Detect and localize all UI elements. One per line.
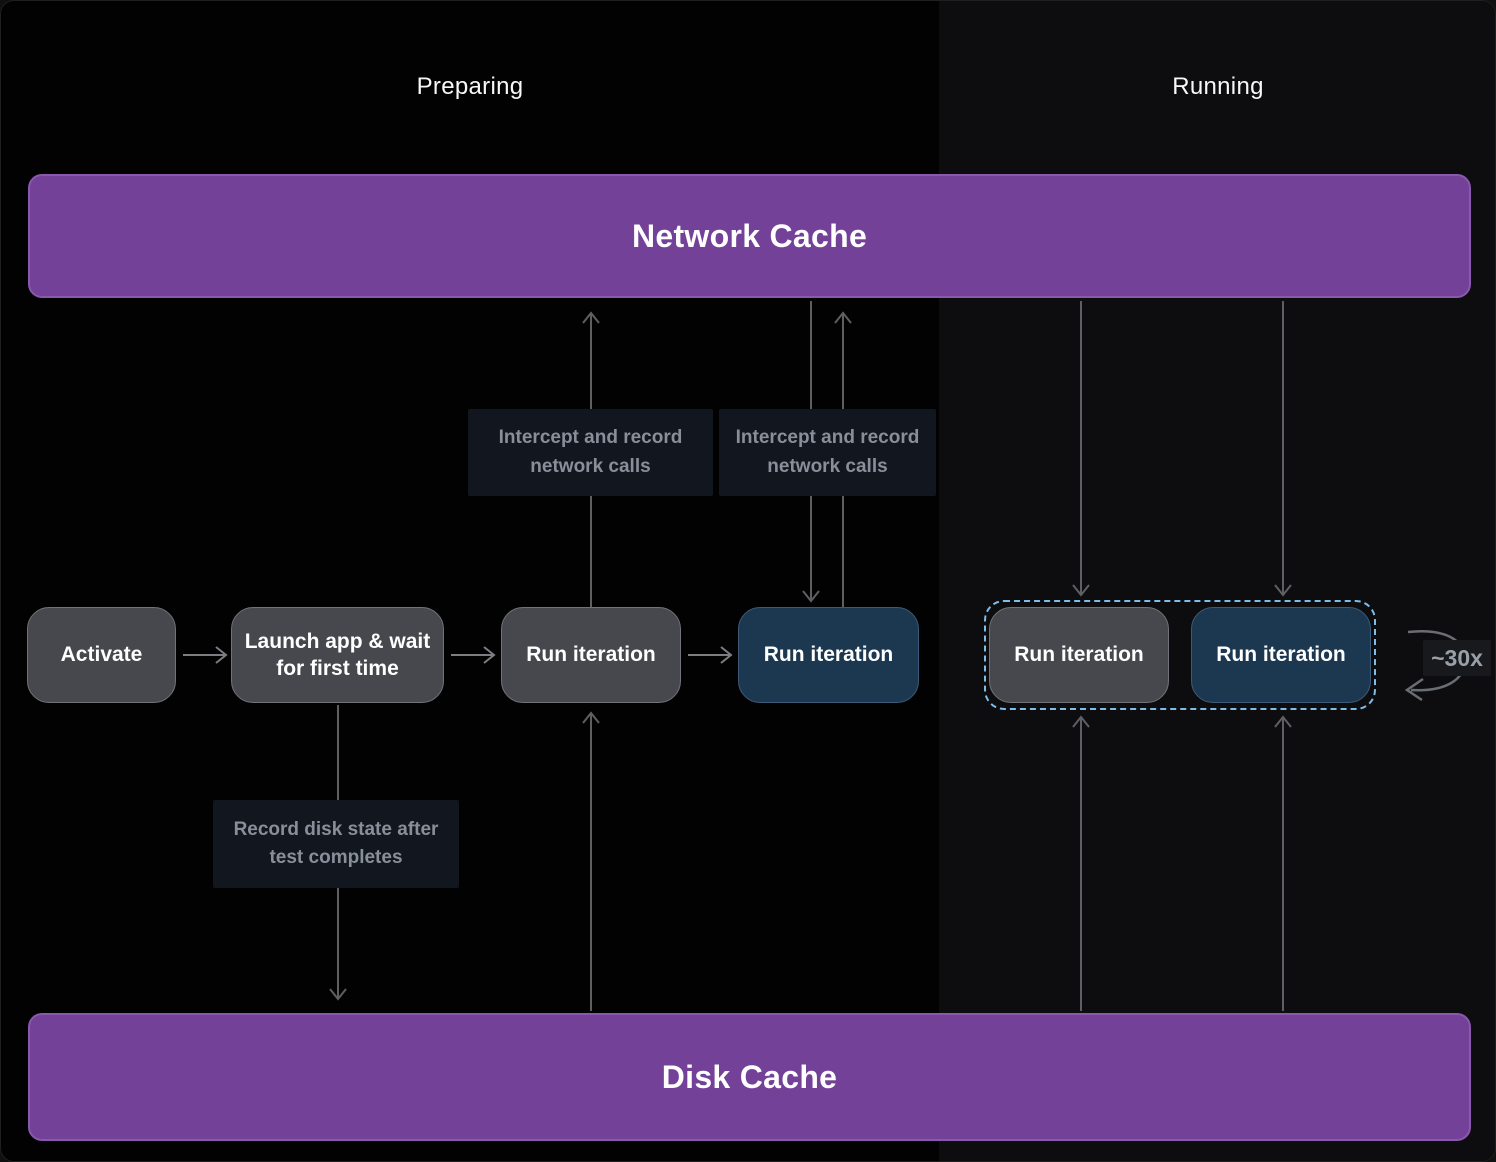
annotation-intercept-network-left: Intercept and record network calls [468,409,713,496]
node-run-iteration-replay: Run iteration [738,607,919,703]
arrow-run1-to-run2 [688,646,733,664]
node-activate-label: Activate [60,643,143,667]
arrow-disk-to-run3 [1072,715,1090,1011]
arrow-network-to-run3 [1072,301,1090,597]
arrow-activate-to-launch [183,646,228,664]
running-section-label: Running [1172,73,1264,100]
disk-cache-bar: Disk Cache [28,1013,1471,1141]
loop-count-badge: ~30x [1423,640,1491,676]
disk-cache-label: Disk Cache [661,1058,838,1095]
node-activate: Activate [27,607,176,703]
node-run-iteration-running-blue-label: Run iteration [1216,643,1346,667]
arrow-disk-to-run1 [582,711,600,1011]
annotation-intercept-network-right: Intercept and record network calls [719,409,936,496]
arrow-launch-to-run1 [451,646,496,664]
node-run-iteration-record-label: Run iteration [526,643,656,667]
iteration-loop-group [984,600,1376,710]
arrow-network-to-run4 [1274,301,1292,597]
network-cache-bar: Network Cache [28,174,1471,298]
node-launch-app-label: Launch app & wait for first time [244,629,431,680]
network-cache-label: Network Cache [631,217,868,254]
node-run-iteration-running-blue: Run iteration [1191,607,1371,703]
preparing-section-label: Preparing [416,73,524,100]
node-run-iteration-replay-label: Run iteration [763,643,894,667]
arrow-disk-to-run4 [1274,715,1292,1011]
node-run-iteration-running-gray-label: Run iteration [1014,643,1144,667]
node-run-iteration-running-gray: Run iteration [989,607,1169,703]
annotation-record-disk-state: Record disk state after test completes [213,800,459,888]
node-run-iteration-record: Run iteration [501,607,681,703]
node-launch-app: Launch app & wait for first time [231,607,444,703]
